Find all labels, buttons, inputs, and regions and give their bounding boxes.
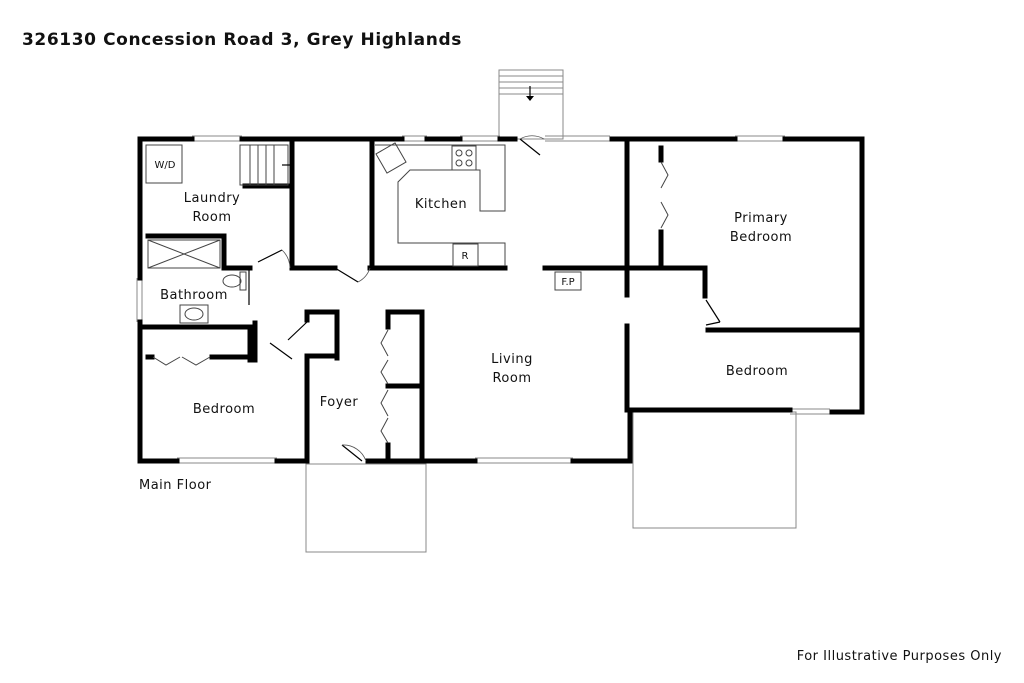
bathroom-label: Bathroom [160,288,228,303]
front-porch [305,463,427,553]
refrigerator-label: R [462,251,469,262]
laundry-room-label: Laundry [184,191,240,206]
living-room-label-line2: Room [492,371,531,386]
rear-steps [498,69,564,140]
laundry-room-label-line2: Room [192,210,231,225]
disclaimer: For Illustrative Purposes Only [796,649,1002,664]
living-room-label: Living [491,352,533,367]
primary-bedroom-label-line2: Bedroom [730,230,792,245]
floor-name: Main Floor [139,478,212,493]
property-address: 326130 Concession Road 3, Grey Highlands [22,30,462,50]
primary-bedroom-label: Primary [734,211,788,226]
washer-dryer-label: W/D [155,160,176,171]
fixtures [145,135,721,462]
foyer-label: Foyer [320,395,359,410]
bedroom-right-label: Bedroom [726,364,788,379]
bedroom-left-label: Bedroom [193,402,255,417]
interior-walls [137,136,865,464]
fireplace-label: F.P [561,277,574,288]
kitchen-label: Kitchen [415,197,467,212]
side-deck [632,411,797,529]
windows [136,135,830,464]
exterior-walls [137,136,865,464]
